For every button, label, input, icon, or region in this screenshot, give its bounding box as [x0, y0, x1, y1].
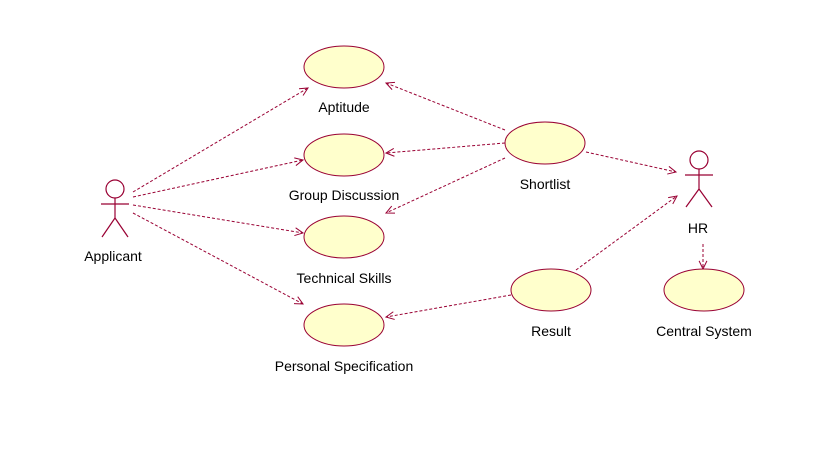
dependency-applicant-to-group-discussion — [132, 159, 304, 198]
dependency-shortlist-to-group-discussion — [385, 142, 506, 154]
dependency-shortlist-to-technical-skills — [385, 157, 506, 214]
use-case-result-label: Result — [531, 323, 571, 339]
arrowhead-group-discussion — [384, 147, 395, 157]
use-case-personal-specification[interactable] — [303, 303, 385, 347]
dependency-applicant-to-personal-specification — [132, 212, 304, 305]
dependency-result-to-personal-specification — [385, 294, 512, 318]
use-case-central-system[interactable] — [663, 268, 745, 312]
dependency-applicant-to-aptitude — [132, 87, 309, 193]
use-case-aptitude-label: Aptitude — [318, 99, 370, 115]
dependency-result-to-hr — [575, 195, 678, 271]
arrowhead-hr — [667, 166, 678, 175]
use-case-aptitude[interactable] — [303, 45, 385, 89]
arrowhead-aptitude — [384, 81, 396, 90]
use-case-result[interactable] — [510, 268, 592, 312]
dependency-shortlist-to-aptitude — [385, 82, 506, 131]
dependency-shortlist-to-hr — [585, 151, 677, 173]
use-case-shortlist-label: Shortlist — [519, 176, 571, 192]
actor-hr-icon[interactable] — [685, 150, 713, 208]
arrowhead-technical-skills — [384, 205, 396, 214]
use-case-personal-specification-label: Personal Specification — [274, 358, 414, 374]
actor-applicant-icon[interactable] — [101, 179, 129, 238]
use-case-group-discussion-label: Group Discussion — [288, 187, 400, 203]
use-case-shortlist[interactable] — [504, 121, 586, 165]
use-case-technical-skills-label: Technical Skills — [296, 270, 392, 286]
use-case-central-system-label: Central System — [656, 323, 752, 339]
arrowhead-personal-specification — [293, 296, 305, 305]
arrowhead-aptitude — [298, 87, 309, 96]
relations-layer — [132, 81, 708, 320]
arrowhead-personal-specification — [384, 311, 395, 320]
dependency-applicant-to-technical-skills — [132, 204, 304, 234]
arrowhead-hr — [668, 195, 678, 205]
use-case-technical-skills[interactable] — [303, 215, 385, 259]
actor-hr-label: HR — [687, 220, 709, 236]
arrowhead-technical-skills — [294, 227, 305, 237]
arrowhead-group-discussion — [294, 157, 305, 166]
use-case-group-discussion[interactable] — [303, 133, 385, 177]
actor-applicant-label: Applicant — [84, 248, 142, 264]
